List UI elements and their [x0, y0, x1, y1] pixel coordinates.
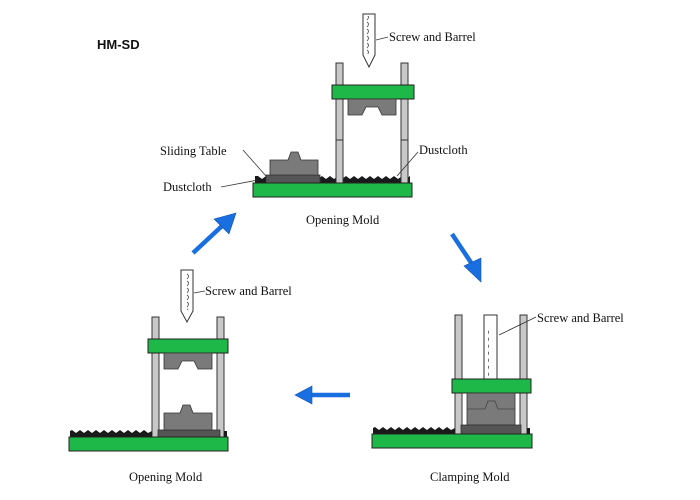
- arrow-up-right: [191, 212, 237, 255]
- moving-platen: [451, 378, 532, 394]
- stage-bottom-right-clamping-mold: Screw and Barrel Clamping Mold: [371, 311, 624, 484]
- screw-and-barrel: [362, 13, 376, 69]
- tie-bar: [454, 314, 463, 436]
- arrow-left: [294, 385, 350, 405]
- dustcloth: [70, 430, 152, 437]
- stage-top-opening-mold: Screw and Barrel Sliding Table Dustcloth…: [160, 13, 476, 227]
- sliding-table: [460, 424, 522, 435]
- upper-mold-half: [347, 98, 397, 116]
- caption-clamping-mold: Clamping Mold: [430, 470, 510, 484]
- dustcloth: [373, 427, 455, 434]
- arrow-down-right: [450, 232, 482, 283]
- screw-and-barrel: [483, 314, 498, 380]
- lower-mold-half: [269, 151, 319, 176]
- label-screw-and-barrel: Screw and Barrel: [537, 311, 624, 325]
- sliding-table: [265, 174, 321, 184]
- caption-opening-mold-top: Opening Mold: [306, 213, 380, 227]
- sliding-table: [157, 429, 221, 438]
- screw-and-barrel: [180, 269, 194, 324]
- fixed-platen: [68, 436, 229, 452]
- upper-mold-half: [163, 352, 213, 370]
- label-dustcloth-right: Dustcloth: [419, 143, 468, 157]
- label-screw-and-barrel: Screw and Barrel: [389, 30, 476, 44]
- fixed-platen: [371, 433, 533, 449]
- caption-opening-mold-bottom: Opening Mold: [129, 470, 203, 484]
- moving-platen: [331, 84, 415, 100]
- tie-bar: [151, 316, 160, 438]
- fixed-platen: [252, 182, 413, 198]
- diagram-title: HM-SD: [97, 37, 140, 52]
- moving-platen: [147, 338, 229, 354]
- label-dustcloth-left: Dustcloth: [163, 180, 212, 194]
- tie-bar: [216, 316, 225, 438]
- label-sliding-table: Sliding Table: [160, 144, 227, 158]
- label-screw-and-barrel: Screw and Barrel: [205, 284, 292, 298]
- stage-bottom-left-opening-mold: Screw and Barrel Opening Mold: [68, 269, 292, 484]
- lower-mold-half: [163, 404, 213, 431]
- tie-bar: [519, 314, 528, 436]
